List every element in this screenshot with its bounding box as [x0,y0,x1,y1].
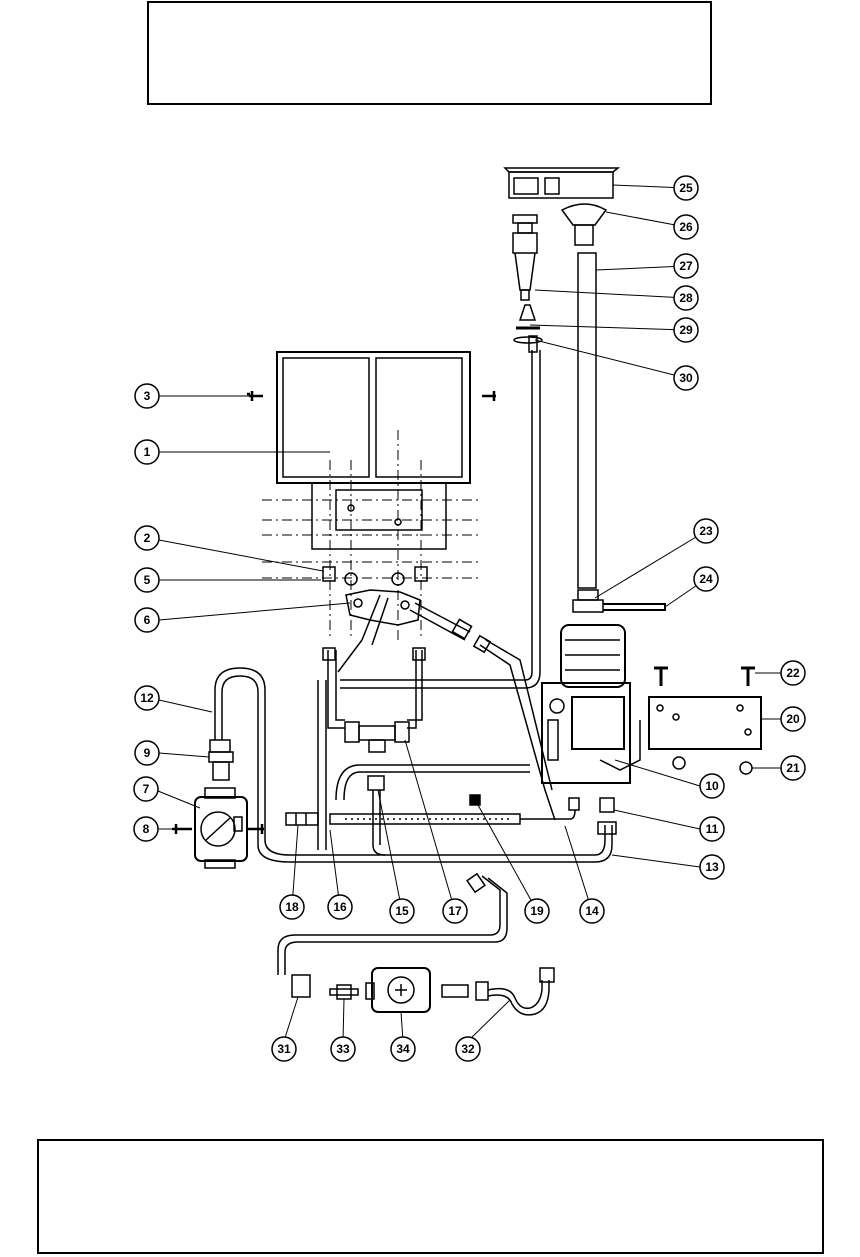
connector-part [285,812,319,826]
callout-label-19: 19 [530,904,544,918]
callout-label-22: 22 [786,666,800,680]
callout-label-9: 9 [144,746,151,760]
callout-2 [134,525,160,551]
callout-11 [699,816,725,842]
callout-label-24: 24 [699,572,713,586]
callout-label-23: 23 [699,524,713,538]
ignitor-part [512,214,543,344]
callout-label-32: 32 [461,1042,475,1056]
callout-16 [327,894,353,920]
callout-label-14: 14 [585,904,599,918]
bracket-part [648,666,762,775]
callout-label-7: 7 [143,782,150,796]
callout-label-34: 34 [396,1042,410,1056]
callout-17 [442,898,468,924]
callout-9 [134,740,160,766]
nut-part [322,566,428,586]
callout-label-30: 30 [679,371,693,385]
callout-10 [699,773,725,799]
callout-label-31: 31 [277,1042,291,1056]
manifold-part [345,589,473,646]
callout-leaders [157,184,793,1042]
regulator-part [172,787,264,869]
callout-label-3: 3 [144,389,151,403]
callout-label-10: 10 [705,779,719,793]
callout-label-12: 12 [140,691,154,705]
callout-15 [389,898,415,924]
callout-label-15: 15 [395,904,409,918]
callout-21 [780,755,806,781]
callout-label-25: 25 [679,181,693,195]
callout-label-6: 6 [144,613,151,627]
callout-22 [780,660,806,686]
callout-14 [579,898,605,924]
lower-regulator-assembly [277,872,555,1016]
callout-8 [133,816,159,842]
callout-31 [271,1036,297,1062]
callout-label-28: 28 [679,291,693,305]
tee-fitting-part [344,721,410,753]
control-panel-part [262,351,480,640]
callout-25 [673,175,699,201]
callout-label-2: 2 [144,531,151,545]
callout-26 [673,214,699,240]
callout-5 [134,567,160,593]
callout-20 [780,706,806,732]
callout-19 [524,898,550,924]
callout-label-27: 27 [679,259,693,273]
callout-label-26: 26 [679,220,693,234]
callout-label-33: 33 [336,1042,350,1056]
callout-label-16: 16 [333,900,347,914]
top-title-box [147,1,712,105]
callout-32 [455,1036,481,1062]
callout-28 [673,285,699,311]
callout-24 [693,566,719,592]
callout-label-29: 29 [679,323,693,337]
callout-label-21: 21 [786,761,800,775]
callout-label-17: 17 [448,904,462,918]
callout-27 [673,253,699,279]
callout-13 [699,854,725,880]
rod-assembly-part [503,167,621,589]
callout-33 [330,1036,356,1062]
screw-part [247,391,496,401]
loop-pipe-lines [214,667,613,863]
callout-34 [390,1036,416,1062]
callout-label-11: 11 [706,822,719,836]
callout-label-8: 8 [143,822,150,836]
callout-30 [673,365,699,391]
callout-23 [693,518,719,544]
callout-12 [134,685,160,711]
callout-labels: 1 2 3 5 6 7 8 9 10 11 12 13 14 15 16 17 … [140,181,800,1056]
callout-circles [133,175,806,1062]
gas-valve-part [541,624,641,835]
probe-part [329,794,580,825]
bottom-notes-box [37,1139,824,1254]
callout-3 [134,383,160,409]
callout-label-5: 5 [144,573,151,587]
callout-6 [134,607,160,633]
fitting-part [208,739,234,781]
callout-7 [133,776,159,802]
control-knob-part [572,589,666,613]
callout-label-18: 18 [285,900,299,914]
callout-29 [673,317,699,343]
callout-18 [279,894,305,920]
callout-1 [134,439,160,465]
callout-label-13: 13 [705,860,719,874]
callout-label-1: 1 [144,445,151,459]
callout-label-20: 20 [786,712,800,726]
